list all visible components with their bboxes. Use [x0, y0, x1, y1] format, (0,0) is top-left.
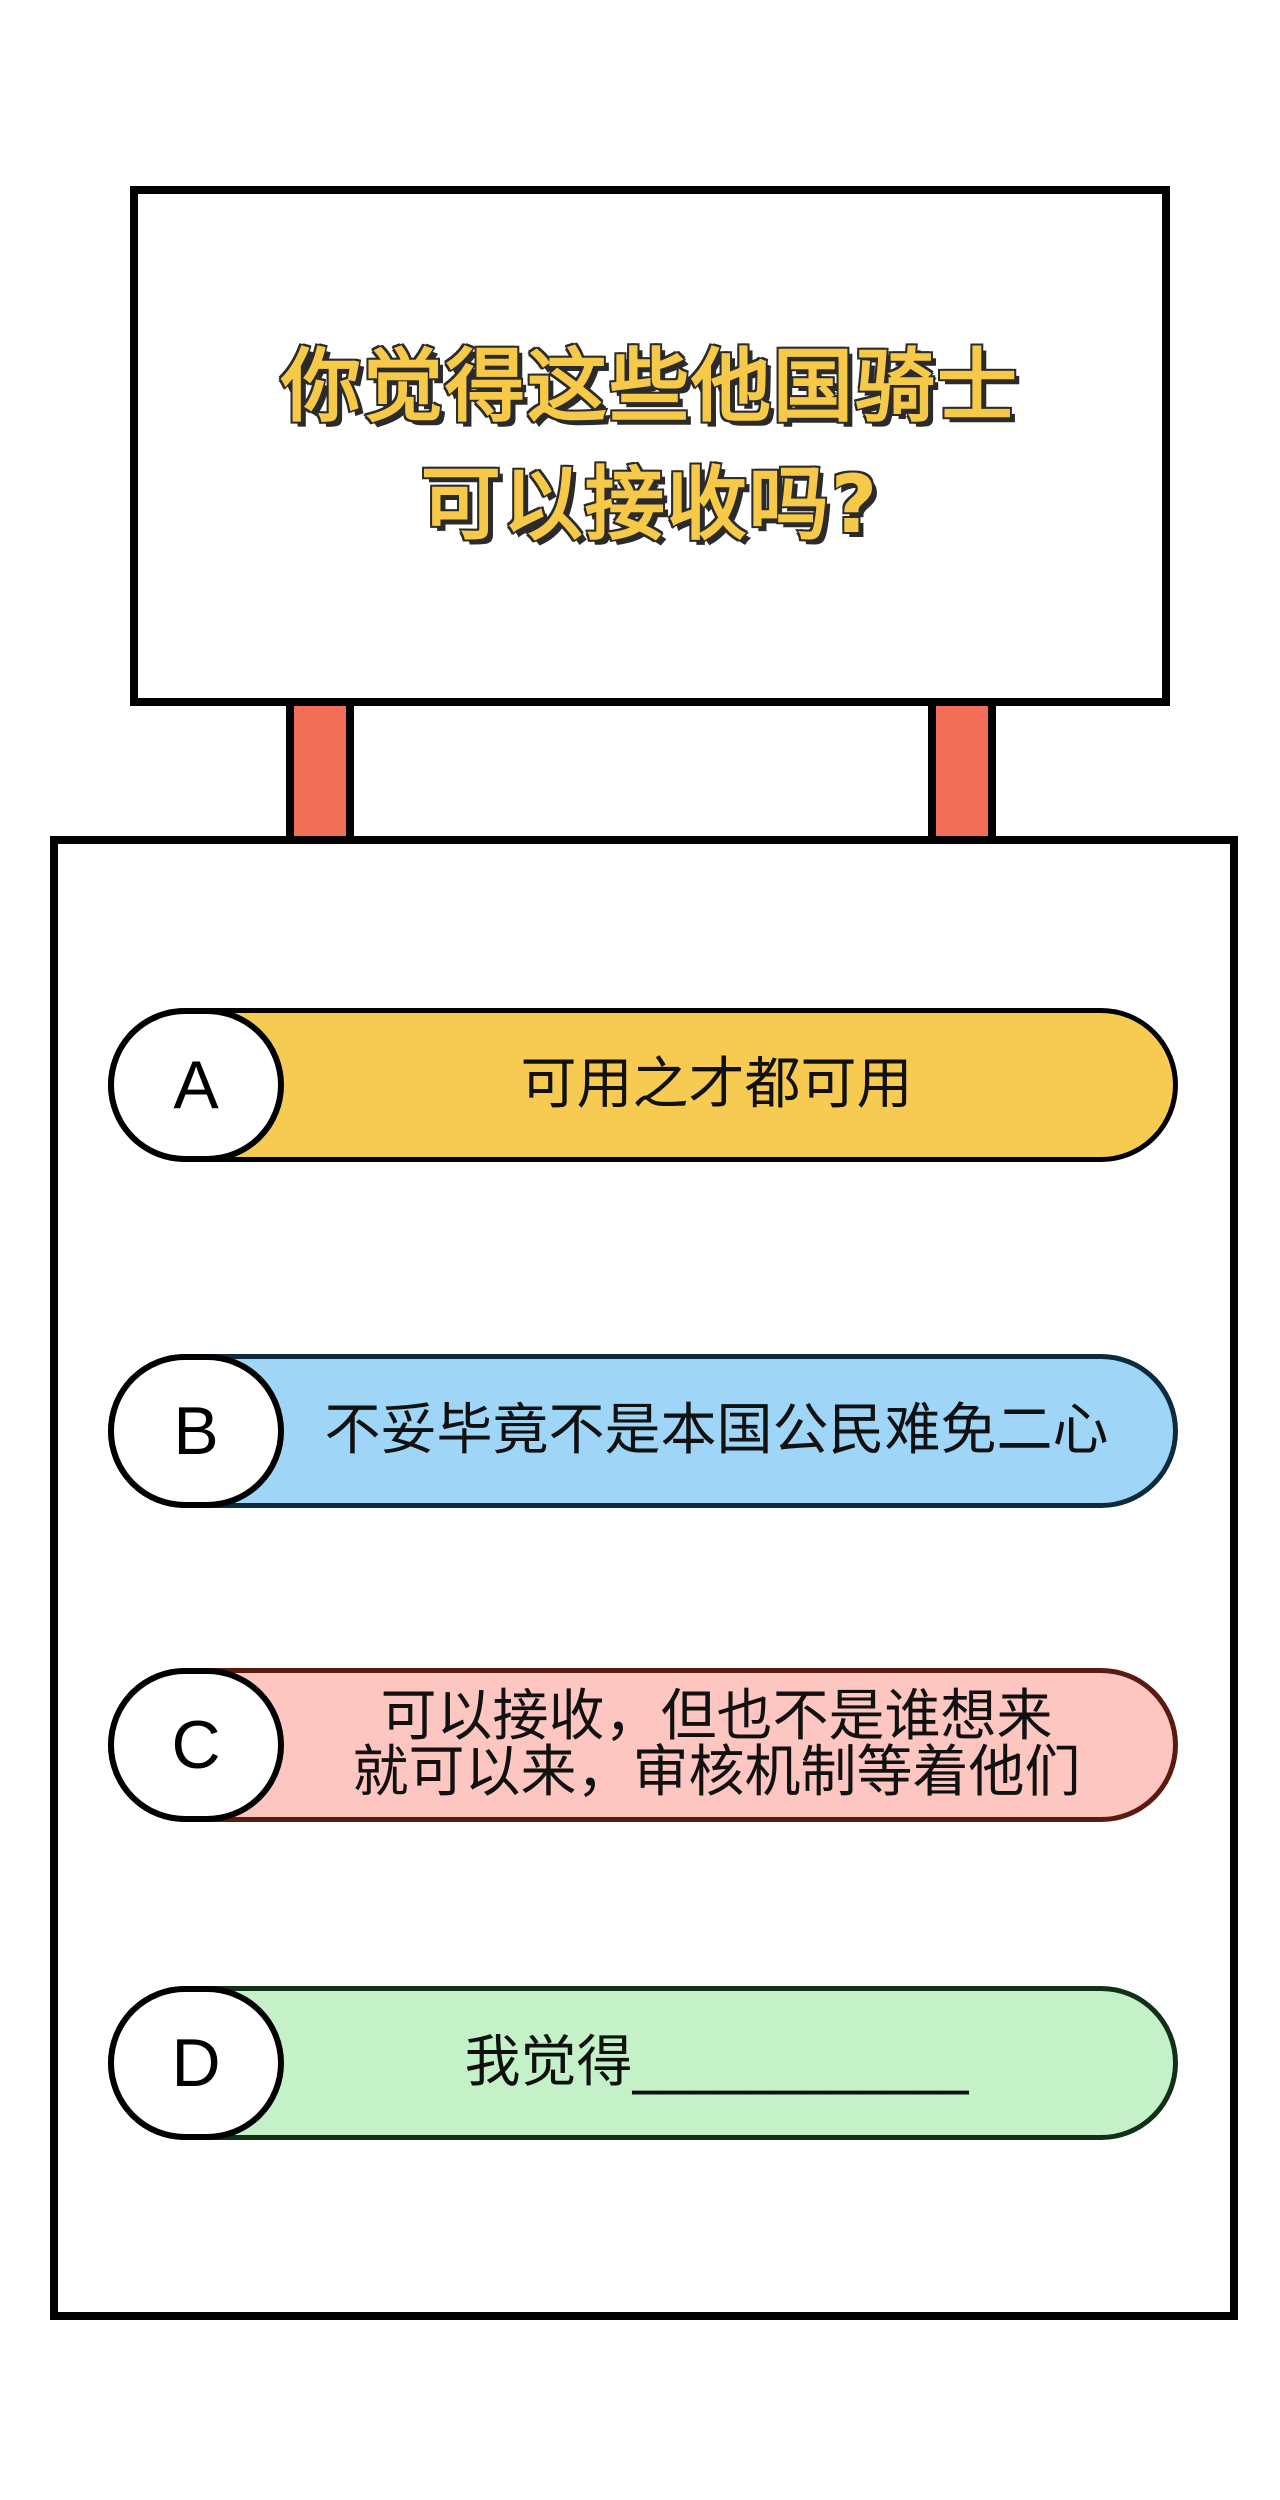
question-sign: 你觉得这些他国骑士 可以接收吗? — [130, 186, 1170, 706]
option-c-pill[interactable]: 可以接收，但也不是谁想来 就可以来，审核机制等着他们 — [108, 1668, 1178, 1822]
option-a-pill[interactable]: 可用之才都可用 — [108, 1008, 1178, 1162]
question-title-line-2: 可以接收吗? — [419, 457, 880, 553]
option-d-badge: D — [108, 1986, 284, 2140]
option-a[interactable]: 可用之才都可用 A — [108, 1008, 1178, 1162]
option-c-text: 可以接收，但也不是谁想来 就可以来，审核机制等着他们 — [353, 1689, 1081, 1801]
option-b-badge: B — [108, 1354, 284, 1508]
option-d[interactable]: 我觉得____________ D — [108, 1986, 1178, 2140]
question-title-line-1: 你觉得这些他国骑士 — [280, 339, 1019, 435]
option-d-pill[interactable]: 我觉得____________ — [108, 1986, 1178, 2140]
option-a-text: 可用之才都可用 — [520, 1052, 913, 1117]
option-c-text-line-2: 就可以来，审核机制等着他们 — [352, 1740, 1081, 1805]
option-b-pill[interactable]: 不妥毕竟不是本国公民难免二心 — [108, 1354, 1178, 1508]
option-c[interactable]: 可以接收，但也不是谁想来 就可以来，审核机制等着他们 C — [108, 1668, 1178, 1822]
option-d-text: 我觉得____________ — [464, 2030, 969, 2095]
sign-post-right — [928, 706, 996, 840]
option-b[interactable]: 不妥毕竟不是本国公民难免二心 B — [108, 1354, 1178, 1508]
option-c-text-line-1: 可以接收，但也不是谁想来 — [380, 1684, 1053, 1749]
option-c-badge: C — [108, 1668, 284, 1822]
option-a-badge: A — [108, 1008, 284, 1162]
option-b-text: 不妥毕竟不是本国公民难免二心 — [324, 1398, 1109, 1463]
sign-post-left — [286, 706, 354, 840]
